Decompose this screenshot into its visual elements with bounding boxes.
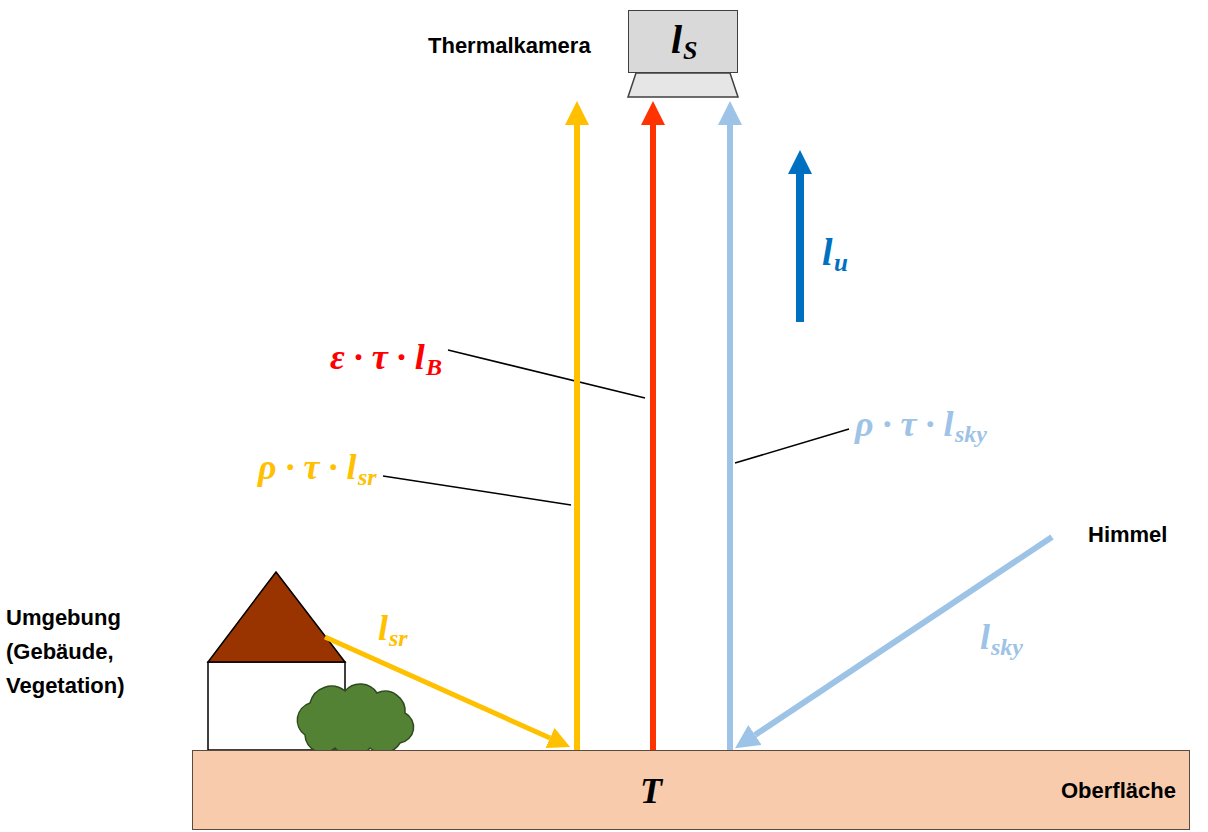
atmosphere-radiance-arrow <box>796 174 804 322</box>
sky-label: Himmel <box>1088 524 1167 546</box>
subscript: sr <box>389 626 408 650</box>
subscript: sky <box>991 635 1023 659</box>
temperature-symbol: T <box>640 773 662 809</box>
subscript: B <box>426 355 442 379</box>
radiance-symbol: l <box>378 610 388 646</box>
subscript: S <box>683 38 697 64</box>
emitted-radiance-arrow <box>650 125 656 750</box>
camera-label: Thermalkamera <box>428 35 591 57</box>
radiance-symbol: l <box>822 233 833 271</box>
emitted-radiance-arrow <box>574 125 580 750</box>
surroundings-radiance-arrow <box>325 637 550 738</box>
radiance-symbol: l <box>980 619 990 655</box>
subscript: u <box>834 250 848 275</box>
surface-band: T Oberfläche <box>192 750 1190 830</box>
surroundings-label: Umgebung (Gebäude, Vegetation) <box>6 601 181 703</box>
leader-line <box>735 429 849 463</box>
leader-line <box>448 350 645 398</box>
house-roof <box>208 572 345 662</box>
sky-radiance-arrow <box>755 537 1052 735</box>
subscript: sky <box>955 422 987 446</box>
emitted-radiance-arrow <box>727 125 733 750</box>
signal-symbol: l <box>671 20 682 60</box>
formula-label: ρ · τ · l <box>855 406 954 442</box>
bush <box>297 684 413 757</box>
camera-stand <box>628 73 738 97</box>
formula-label: ρ · τ · l <box>258 449 357 485</box>
subscript: sr <box>358 465 377 489</box>
thermal-camera-box: ThermalkameralS <box>628 10 738 73</box>
formula-label: ε · τ · l <box>330 339 425 375</box>
leader-line <box>383 476 571 505</box>
surface-label: Oberfläche <box>1061 780 1176 802</box>
